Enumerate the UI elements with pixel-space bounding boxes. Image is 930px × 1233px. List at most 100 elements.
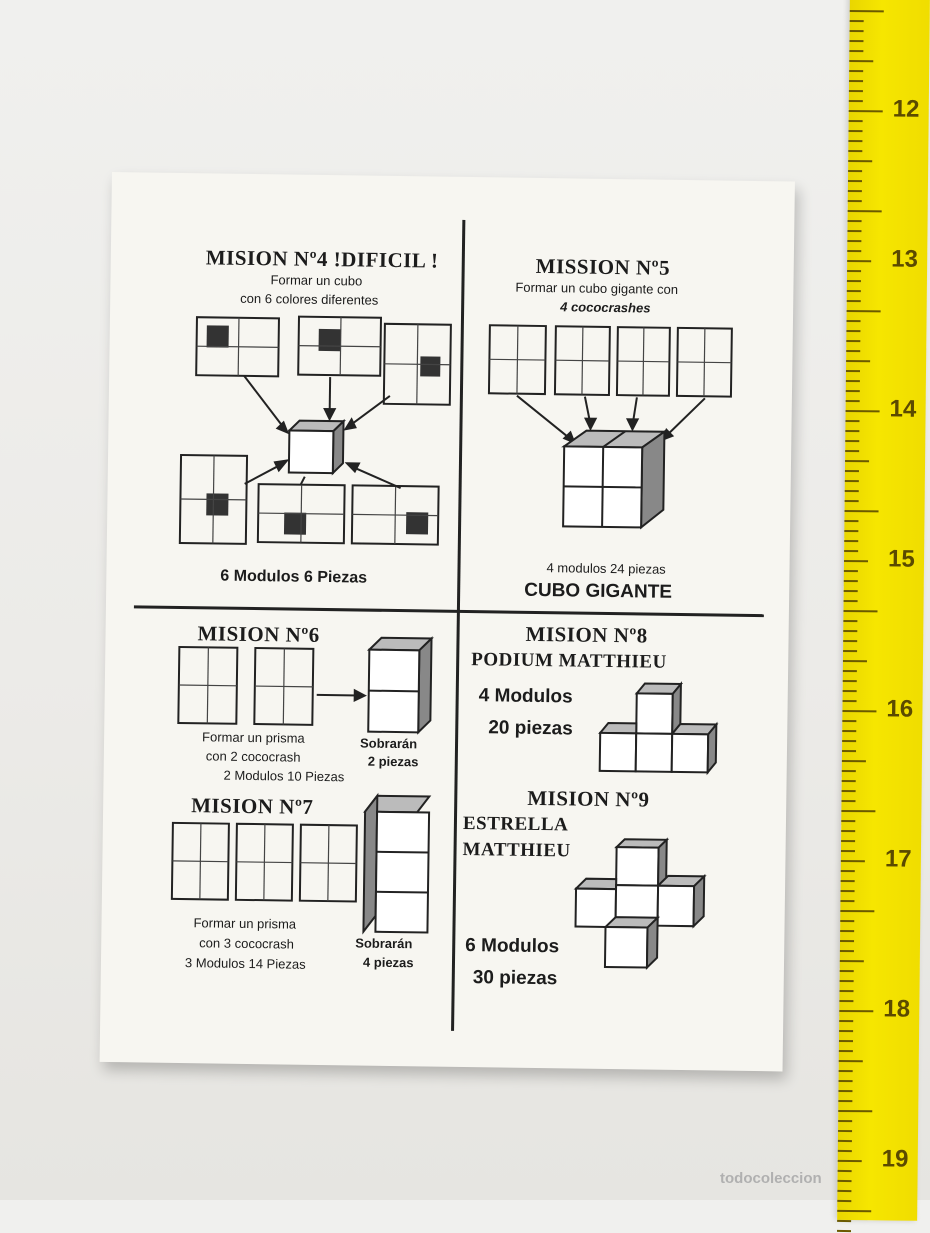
mission-7-line3: 3 Modulos 14 Piezas (184, 955, 306, 972)
ruler-tick (841, 759, 866, 763)
ruler-tick (842, 729, 857, 733)
mission-9-subtitle-1: ESTRELLA (462, 812, 569, 836)
ruler-tick (837, 1179, 852, 1183)
mission-4-line2: con 6 colores diferentes (240, 290, 379, 308)
mission-9-title: MISION Nº9 (527, 785, 650, 812)
mission-7-leftover-1: Sobrarán (355, 935, 413, 952)
mission-6-line2: con 2 cococrash (205, 748, 301, 765)
ruler-tick (840, 859, 865, 863)
ruler-tick (837, 1219, 852, 1223)
ruler-tick (837, 1159, 862, 1163)
ruler-tick (842, 749, 857, 753)
ruler-tick (839, 949, 854, 953)
ruler-tick (841, 789, 856, 793)
ruler-tick (844, 559, 869, 563)
ruler-tick (847, 239, 862, 243)
ruler-tick (846, 359, 871, 363)
ruler-tick (847, 219, 862, 223)
ruler-tick (838, 1059, 863, 1063)
ruler-tick (837, 1169, 852, 1173)
watermark: todocoleccion (720, 1170, 822, 1187)
ruler-tick (840, 929, 855, 933)
ruler-tick (844, 519, 859, 523)
ruler-tick (845, 439, 860, 443)
ruler-tick (841, 769, 856, 773)
ruler-tick (845, 429, 860, 433)
ruler-tick (849, 9, 884, 13)
ruler-tick (839, 1019, 854, 1023)
ruler-tick (840, 939, 855, 943)
mission-5-diagram (487, 324, 733, 530)
ruler-tick (843, 639, 858, 643)
ruler-tick (847, 259, 872, 263)
ruler-tick (845, 459, 870, 463)
ruler-tick (844, 489, 859, 493)
ruler-tick (848, 99, 863, 103)
ruler-tick (847, 189, 862, 193)
ruler-tick (838, 1039, 854, 1043)
ruler-tick (846, 329, 861, 333)
ruler-tick (848, 169, 863, 173)
ruler-tick (844, 529, 859, 533)
ruler-tick (840, 909, 875, 913)
ruler-tick (842, 709, 877, 713)
ruler-tick (849, 29, 864, 33)
ruler-tick (841, 839, 856, 843)
ruler-tick (838, 1049, 853, 1053)
mission-9-subtitle-2: MATTHIEU (462, 838, 571, 862)
ruler-tick (841, 829, 856, 833)
mission-6-leftover-1: Sobrarán (359, 735, 418, 752)
mission-7-diagram (170, 792, 432, 935)
ruler-tick (849, 69, 864, 73)
ruler-tick (847, 179, 863, 183)
mission-9-count-1: 6 Modulos (465, 935, 560, 958)
mission-4-line1: Formar un cubo (270, 272, 363, 289)
mission-6-line3: 2 Modulos 10 Piezas (223, 767, 345, 785)
ruler-tick (839, 979, 854, 983)
ruler-tick (837, 1209, 872, 1213)
ruler-tick (843, 589, 858, 593)
mission-8-count-2: 20 piezas (488, 717, 573, 740)
ruler-tick (842, 679, 857, 683)
mission-4-title: MISION Nº4 !DIFICIL ! (205, 245, 439, 273)
ruler-tick (846, 349, 861, 353)
mission-8-title: MISION Nº8 (525, 621, 648, 648)
ruler-tick (844, 469, 859, 473)
ruler-number: 17 (884, 845, 912, 873)
ruler-tick (840, 849, 855, 853)
mission-6-diagram (177, 636, 434, 735)
ruler-tick (838, 1079, 853, 1083)
ruler-tick (837, 1189, 852, 1193)
ruler-tick (846, 289, 861, 293)
ruler-number: 12 (892, 95, 920, 123)
horizontal-divider (133, 605, 764, 618)
ruler-tick (845, 449, 860, 453)
ruler-tick (843, 569, 858, 573)
ruler-tick (847, 269, 862, 273)
ruler-tick (837, 1199, 852, 1203)
mission-8-subtitle: PODIUM MATTHIEU (471, 649, 667, 673)
mission-7-line2: con 3 cococrash (199, 935, 295, 952)
ruler-tick (837, 1139, 852, 1143)
mission-8-podium (598, 681, 719, 776)
ruler-tick (848, 149, 863, 153)
ruler-tick (844, 539, 859, 543)
ruler-number: 18 (883, 995, 911, 1023)
ruler-tick (839, 959, 864, 963)
mission-5-note: 4 modulos 24 piezas (546, 560, 666, 577)
ruler-tick (839, 969, 854, 973)
ruler-tick (839, 1029, 854, 1033)
ruler-tick (842, 739, 857, 743)
ruler-tick (846, 309, 881, 313)
ruler-tick (839, 989, 854, 993)
mission-6-line1: Formar un prisma (202, 729, 305, 746)
ruler-tick (841, 809, 876, 813)
ruler-tick (840, 879, 855, 883)
ruler-tick (839, 1009, 874, 1013)
mission-7-line1: Formar un prisma (193, 915, 297, 932)
mission-4-footer: 6 Modulos 6 Piezas (220, 567, 368, 587)
ruler-tick (849, 39, 864, 43)
ruler-tick (838, 1129, 853, 1133)
